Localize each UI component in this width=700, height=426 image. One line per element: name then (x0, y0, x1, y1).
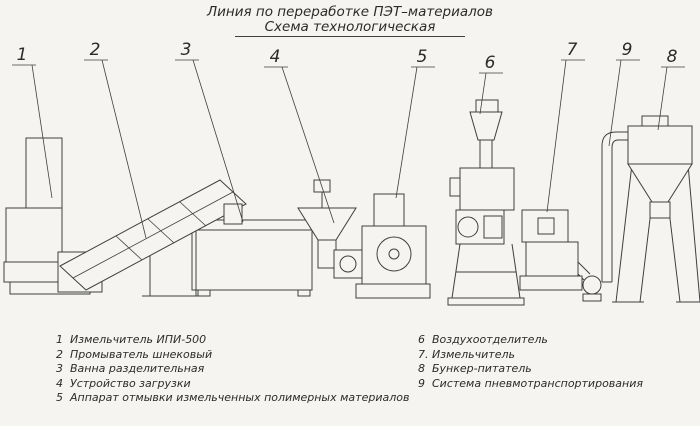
svg-text:1: 1 (17, 45, 28, 65)
svg-text:5: 5 (417, 47, 428, 67)
legend-item-5-label: Аппарат отмывки измельченных полимерных … (70, 391, 410, 404)
legend-item-4: 4 Устройство загрузки (56, 377, 406, 392)
machine-8-hopper-feeder (612, 115, 700, 303)
legend-item-8-num: 8 (418, 362, 425, 375)
legend-item-7-num: 7. (418, 347, 429, 361)
callout-8: 8 (657, 47, 685, 131)
legend-item-6-label: Воздухоотделитель (432, 333, 548, 346)
svg-text:6: 6 (485, 53, 496, 73)
legend-item-9-num: 9 (418, 376, 425, 390)
callout-3: 3 (175, 40, 244, 223)
machine-5-washing-apparatus (333, 193, 431, 299)
legend-item-8-label: Бункер-питатель (432, 362, 532, 375)
legend-column-right: 6 Воздухоотделитель 7.Измельчитель 8 Бунке… (418, 333, 694, 391)
legend-item-6: 6 Воздухоотделитель (418, 333, 694, 348)
svg-text:9: 9 (622, 40, 633, 60)
machine-6-air-separator (447, 99, 525, 306)
title-line-2: Схема технологическая (234, 20, 466, 37)
legend-item-6-num: 6 (418, 333, 425, 346)
svg-text:3: 3 (181, 40, 192, 60)
legend-item-7: 7.Измельчитель (418, 348, 694, 363)
legend-item-2: 2 Промыватель шнековый (56, 348, 406, 363)
machine-2-screw-washer (57, 179, 247, 297)
title-line-1: Линия по переработке ПЭТ–материалов (206, 4, 494, 20)
callout-7: 7 (546, 40, 585, 213)
legend-item-9-label: Система пневмотранспортирования (432, 376, 643, 390)
legend-item-1: 1 Измельчитель ИПИ-500 (56, 333, 406, 348)
callout-2: 2 (84, 40, 147, 239)
callout-9: 9 (608, 40, 640, 147)
machine-9-pneumatic-transport (601, 131, 632, 283)
legend-item-4-num: 4 (56, 376, 63, 390)
svg-text:2: 2 (90, 40, 101, 60)
legend-item-1-label: Измельчитель ИПИ-500 (70, 333, 207, 346)
callout-6: 6 (479, 53, 503, 115)
machine-7-crusher (519, 209, 602, 302)
legend-item-3-num: 3 (56, 362, 63, 375)
legend-item-8: 8 Бункер-питатель (418, 362, 694, 377)
legend-item-1-num: 1 (56, 333, 63, 346)
legend-item-7-label: Измельчитель (432, 347, 515, 361)
legend-item-5: 5 Аппарат отмывки измельченных полимерных… (56, 391, 410, 406)
legend-item-2-num: 2 (56, 347, 63, 361)
svg-text:7: 7 (567, 40, 578, 60)
legend-item-4-label: Устройство загрузки (70, 376, 191, 390)
callouts: 1 2 3 4 5 6 7 (12, 40, 685, 239)
legend-column-left: 1 Измельчитель ИПИ-500 2 Промыватель шнеко… (56, 333, 410, 406)
legend-item-2-label: Промыватель шнековый (70, 347, 213, 361)
svg-text:4: 4 (270, 47, 281, 67)
legend-item-3: 3 Ванна разделительная (56, 362, 406, 377)
callout-5: 5 (395, 47, 435, 199)
legend-item-5-num: 5 (56, 391, 63, 404)
legend-item-3-label: Ванна разделительная (70, 362, 205, 375)
callout-4: 4 (264, 47, 335, 224)
callout-1: 1 (12, 45, 53, 199)
legend-item-9: 9 Система пневмотранспортирования (418, 377, 694, 392)
machine-4-loading-device (297, 179, 357, 269)
svg-text:8: 8 (667, 47, 678, 67)
drawing-title: Линия по переработке ПЭТ–материалов Схем… (0, 5, 700, 37)
machine-3-separation-bath (191, 219, 313, 297)
